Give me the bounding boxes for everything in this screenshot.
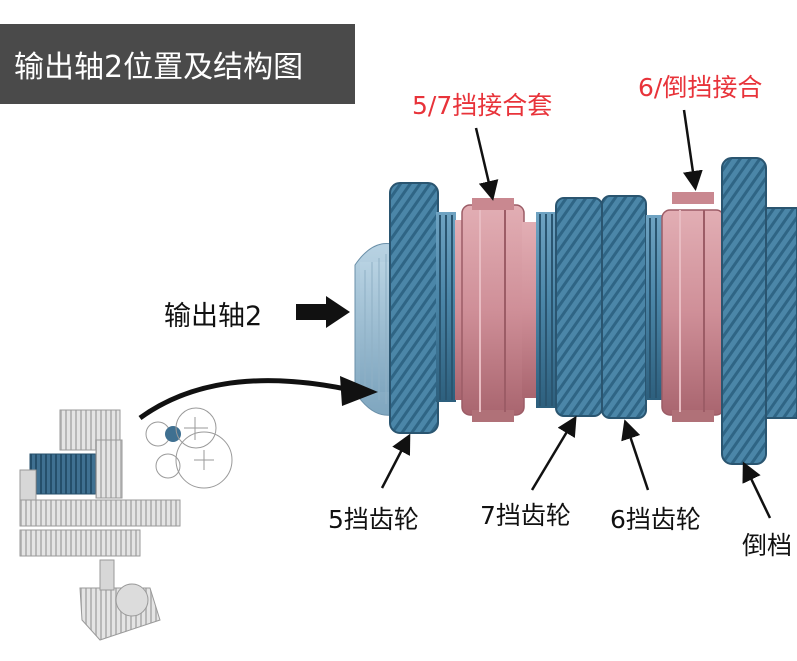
- label-gear-reverse: 倒档: [742, 531, 793, 560]
- label-gear-7th: 7挡齿轮: [480, 501, 571, 530]
- gear-5th: [389, 182, 456, 434]
- sleeve-6-r: [661, 192, 725, 422]
- title-banner: 输出轴2位置及结构图: [0, 24, 355, 104]
- curved-arrow: [138, 376, 378, 421]
- label-gear-6th: 6挡齿轮: [610, 505, 701, 534]
- sleeve-5-7: [455, 198, 536, 422]
- gear-7th: [555, 197, 603, 417]
- shaft-arrow: [296, 296, 350, 328]
- sync-rings-5-7: [536, 212, 556, 408]
- gear-reverse: [721, 157, 797, 465]
- label-gear-5th: 5挡齿轮: [328, 505, 419, 534]
- gearbox-inset: [19, 407, 233, 641]
- shaft-hub: [354, 242, 393, 416]
- label-sleeve-6-r: 6/倒挡接合: [638, 73, 763, 102]
- gear-6th: [601, 195, 664, 419]
- page-title: 输出轴2位置及结构图: [14, 50, 304, 85]
- label-pointers: [380, 109, 772, 519]
- label-sleeve-5-7: 5/7挡接合套: [412, 91, 553, 120]
- shaft-label: 输出轴2: [164, 301, 263, 332]
